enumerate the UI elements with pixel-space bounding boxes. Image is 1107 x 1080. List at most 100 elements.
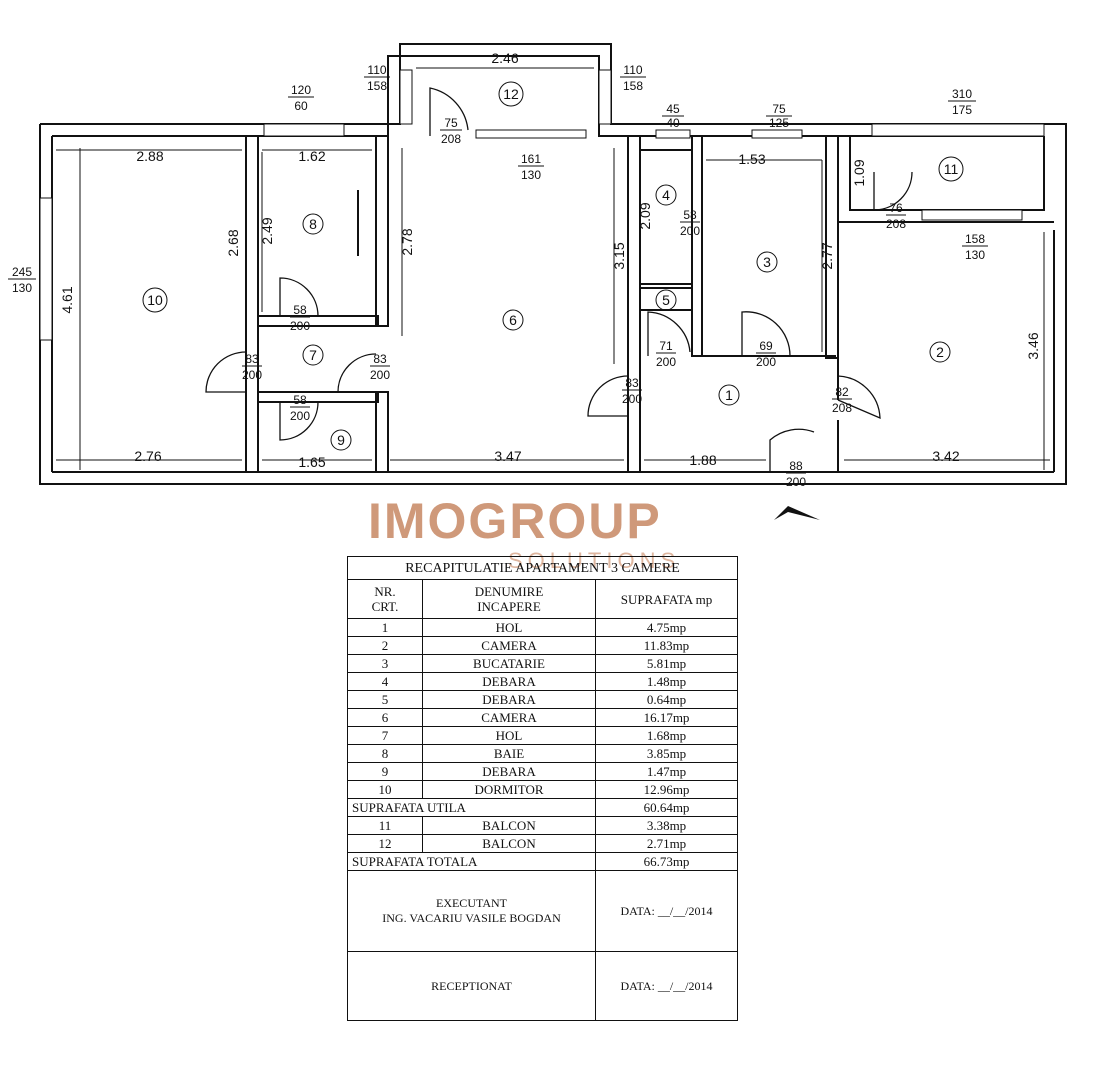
opening-top: 69 [759,339,773,353]
row-nr: 4 [347,672,423,691]
opening-top: 83 [245,352,259,366]
row-name: HOL [422,726,596,745]
watermark-brand: IMOGROUP [368,493,662,549]
row-area: 4.75mp [595,618,738,637]
header-nr: NR. CRT. [347,579,423,619]
receptionat-row: RECEPTIONAT DATA: __/__/2014 [347,951,738,1021]
opening-top: 88 [789,459,803,473]
row-name: DEBARA [422,672,596,691]
row-name: BALCON [422,816,596,835]
opening-top: 58 [293,303,307,317]
room-11-label: 11 [944,161,959,177]
row-nr: 9 [347,762,423,781]
opening-top: 120 [291,83,311,97]
util-label: SUPRAFATA UTILA [347,798,596,817]
room-8-label: 8 [309,216,317,232]
opening-bottom: 158 [623,79,643,93]
row-area: 1.68mp [595,726,738,745]
row-name: CAMERA [422,636,596,655]
table-title: RECAPITULATIE APARTAMENT 3 CAMERE [347,556,738,580]
row-name: DEBARA [422,762,596,781]
row-name: DORMITOR [422,780,596,799]
opening-bottom: 200 [290,409,310,423]
room-10-label: 10 [147,292,163,308]
row-name: BALCON [422,834,596,853]
opening-top: 310 [952,87,972,101]
opening-top: 82 [835,385,849,399]
opening-top: 75 [772,102,786,116]
executant-name: ING. VACARIU VASILE BOGDAN [382,911,561,925]
opening-bottom: 60 [294,99,308,113]
receptionat-date: DATA: __/__/2014 [595,951,738,1021]
dimension-texts: 2.88 1.62 4.61 2.68 2.49 2.78 3.15 2.09 … [59,50,1041,470]
dim-text: 2.46 [491,50,518,66]
opening-top: 71 [659,339,673,353]
room-7-label: 7 [309,347,317,363]
interior-walls [245,135,839,473]
receptionat-title: RECEPTIONAT [347,951,596,1021]
dim-text: 3.15 [611,242,627,269]
opening-bottom: 208 [886,217,906,231]
header-name: DENUMIRE INCAPERE [422,579,596,619]
dim-text: 4.61 [59,286,75,313]
opening-bottom: 175 [952,103,972,117]
opening-bottom: 130 [12,281,32,295]
opening-labels: 120 60 110 158 110 158 75 208 161 130 45… [12,63,985,489]
opening-top: 45 [666,102,680,116]
row-name: BAIE [422,744,596,763]
room-9-label: 9 [337,432,345,448]
opening-top: 83 [625,376,639,390]
room-6-label: 6 [509,312,517,328]
util-area: 60.64mp [595,798,738,817]
row-nr: 5 [347,690,423,709]
room-3-label: 3 [763,254,771,270]
dim-text: 2.78 [399,228,415,255]
row-area: 3.85mp [595,744,738,763]
fraction-bars [8,76,988,474]
summary-table: RECAPITULATIE APARTAMENT 3 CAMERE NR. CR… [347,556,738,1021]
dimension-lines [56,67,1050,470]
dim-text: 3.47 [494,448,521,464]
row-nr: 2 [347,636,423,655]
dim-text: 3.42 [932,448,959,464]
header-area: SUPRAFATA mp [595,579,738,619]
opening-top: 83 [373,352,387,366]
dim-text: 3.46 [1025,332,1041,359]
row-area: 3.38mp [595,816,738,835]
row-area: 1.48mp [595,672,738,691]
row-name: BUCATARIE [422,654,596,673]
room-markers: 1 2 3 4 5 6 7 8 9 10 11 12 [142,81,964,451]
opening-bottom: 130 [965,248,985,262]
total-label: SUPRAFATA TOTALA [347,852,596,871]
opening-top: 161 [521,152,541,166]
opening-top: 58 [293,393,307,407]
opening-bottom: 200 [622,392,642,406]
opening-top: 110 [623,63,642,77]
executant-title: EXECUTANT [435,896,508,910]
opening-top: 58 [683,208,697,222]
opening-bottom: 208 [441,132,461,146]
opening-bottom: 200 [756,355,776,369]
opening-bottom: 208 [832,401,852,415]
room-5-label: 5 [662,292,670,308]
row-area: 5.81mp [595,654,738,673]
executant-row: EXECUTANT ING. VACARIU VASILE BOGDAN DAT… [347,870,738,952]
opening-top: 158 [965,232,985,246]
dim-text: 2.88 [136,148,163,164]
opening-bottom: 130 [521,168,541,182]
dim-text: 1.62 [298,148,325,164]
row-nr: 12 [347,834,423,853]
doors [205,87,913,520]
floor-plan: 1 2 3 4 5 6 7 8 9 10 11 12 2.88 1.62 4.6… [8,43,1067,520]
dim-text: 2.68 [225,229,241,256]
